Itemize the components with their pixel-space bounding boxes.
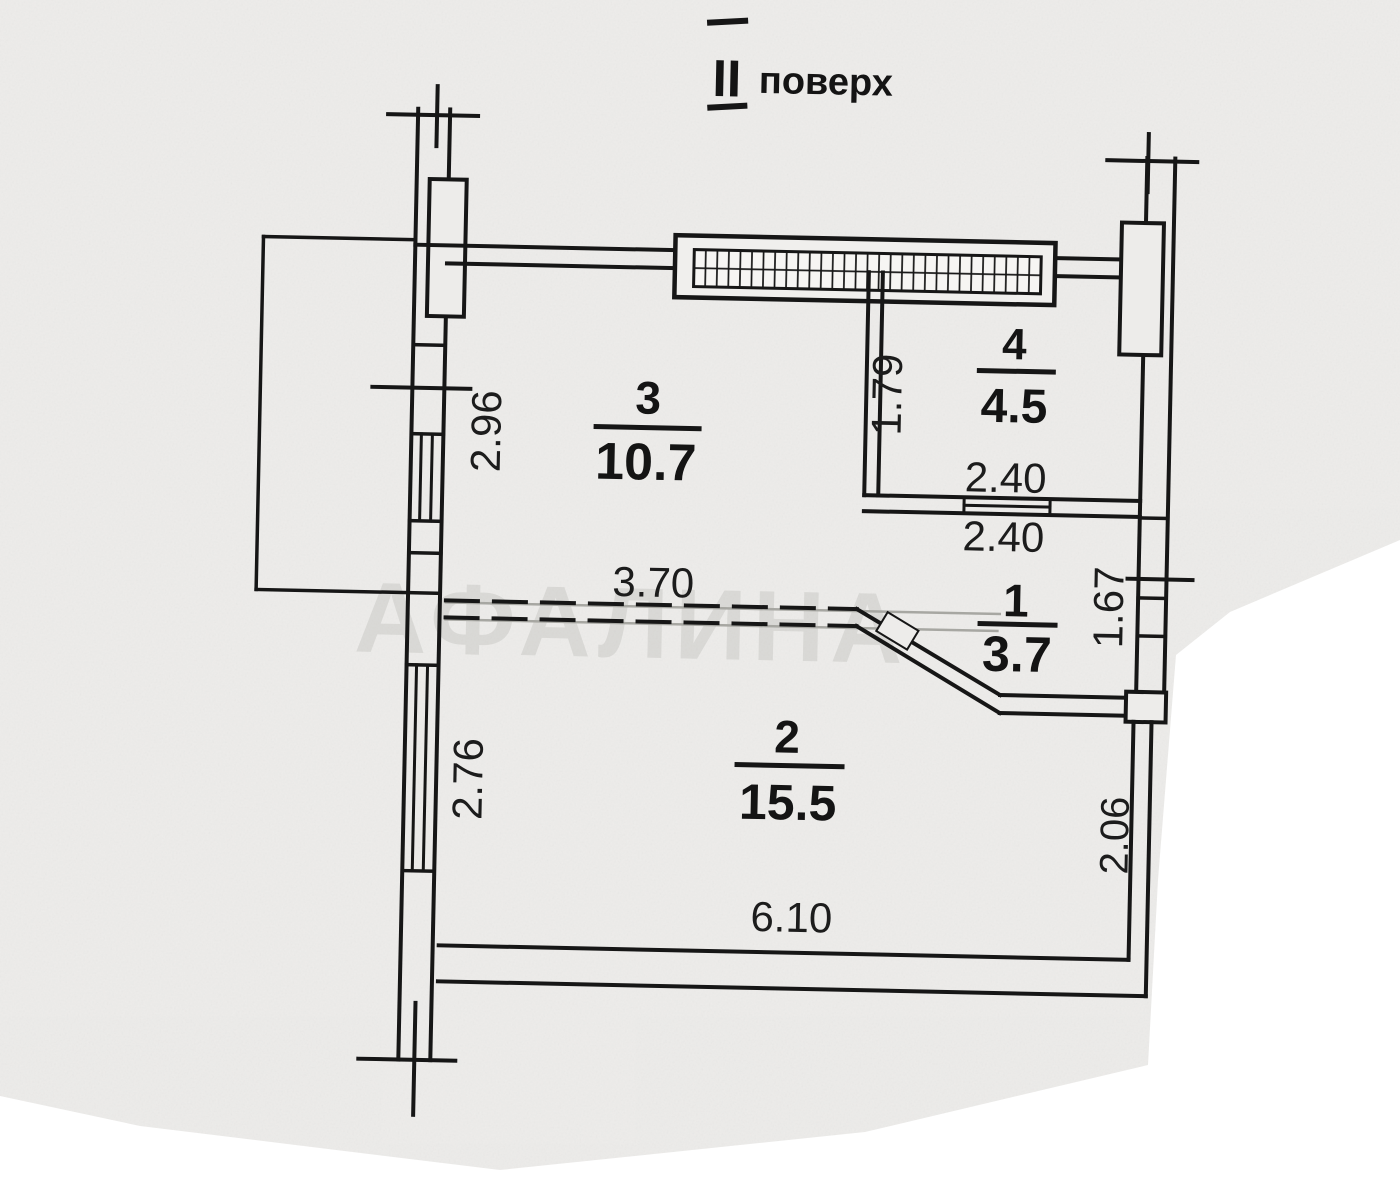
window-room2 [410, 663, 430, 873]
vent-grille [672, 232, 1058, 308]
bottom-wall [435, 943, 1148, 999]
wall-room4-room1 [861, 493, 1143, 519]
room2-fraction-bar [734, 762, 845, 770]
floor-roman: II [712, 50, 742, 109]
room1-number: 1 [1003, 574, 1030, 627]
balcony [254, 234, 442, 596]
room2-area: 15.5 [739, 774, 837, 832]
walls [254, 84, 1200, 1117]
room4-label: 4 4.5 [976, 320, 1056, 434]
dim-room4-left-height: 1.79 [862, 353, 911, 436]
room1-fraction-bar [977, 621, 1058, 628]
dim-room2-right-height: 2.06 [1092, 796, 1138, 875]
dim-room2-width: 6.10 [750, 893, 833, 942]
room4-area: 4.5 [980, 380, 1048, 434]
room4-number: 4 [1002, 320, 1028, 370]
roman-overline [706, 17, 749, 26]
room1-label: 1 3.7 [977, 574, 1058, 683]
room2-number: 2 [774, 710, 801, 763]
roman-underline [707, 102, 748, 111]
dim-room2-left-height: 2.76 [443, 738, 492, 821]
room2-label: 2 15.5 [734, 710, 845, 832]
annotations: II поверх 3 10.7 4 4.5 1 3.7 [443, 17, 1138, 942]
floor-title: II поверх [706, 17, 893, 111]
angled-door-opening [874, 610, 920, 651]
dim-room3-width: 3.70 [612, 558, 695, 607]
dim-room1-width: 2.40 [962, 512, 1045, 561]
dim-room3-left-height: 2.96 [462, 390, 511, 473]
room3-fraction-bar [593, 423, 702, 432]
dashed-partition [443, 598, 859, 629]
right-column [1117, 220, 1167, 358]
room3-number: 3 [635, 371, 662, 424]
plan: АФАЛИНА [254, 17, 1200, 1117]
left-column [424, 176, 469, 319]
dim-room1-right-height: 1.67 [1084, 566, 1133, 649]
floor-word: поверх [758, 60, 893, 105]
right-wall-room2 [1126, 719, 1154, 999]
room4-fraction-bar [976, 367, 1056, 375]
room3-label: 3 10.7 [593, 371, 702, 493]
dim-room4-width: 2.40 [964, 453, 1047, 502]
room3-area: 10.7 [595, 433, 697, 493]
dimension-ticks [356, 84, 1200, 1117]
right-corner-block [1123, 689, 1169, 725]
window-room3 [418, 432, 434, 523]
room1-area: 3.7 [982, 626, 1053, 683]
wall-room3-room4 [862, 270, 885, 498]
